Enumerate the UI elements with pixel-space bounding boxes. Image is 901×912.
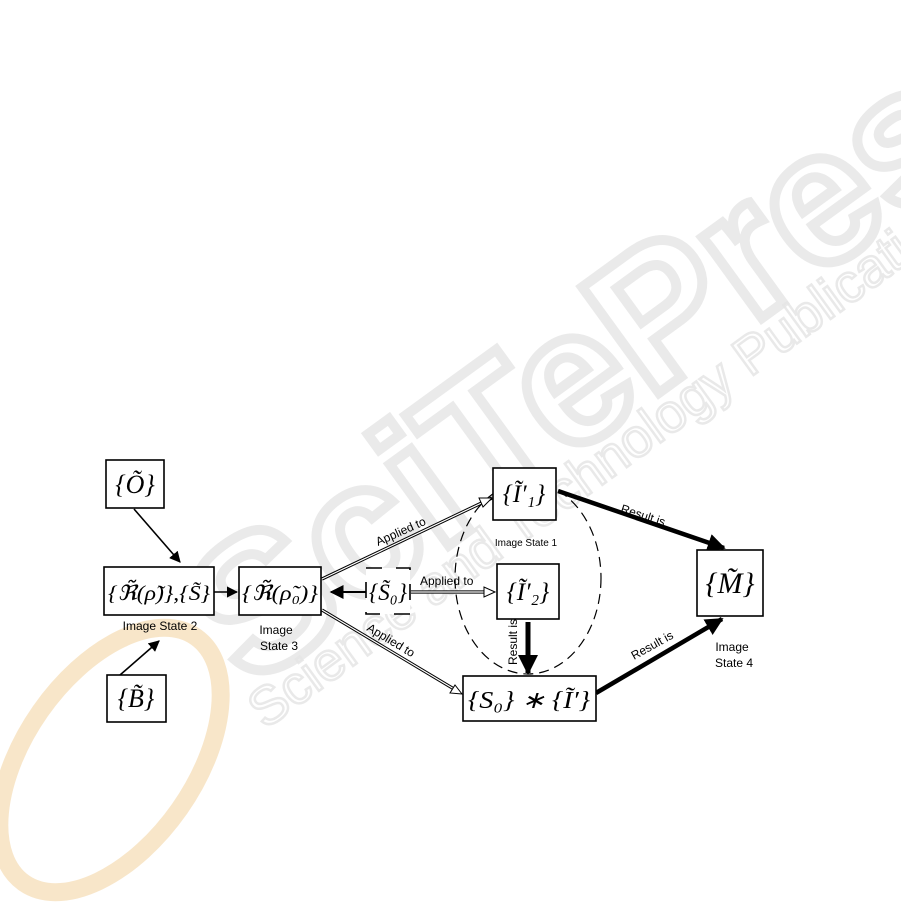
node-i2-math: {Ĩ′₂} xyxy=(507,578,549,606)
node-rs-math: {ℜ̃(ρ̃)},{S̃} xyxy=(108,579,211,605)
node-r0-caption-line1: Image xyxy=(259,623,293,637)
node-b-math: {B̃} xyxy=(118,684,155,713)
node-m-math: {M̃} xyxy=(706,567,755,600)
node-b: {B̃} xyxy=(107,675,166,722)
node-m-caption-line1: Image xyxy=(715,640,749,654)
image-state-1-caption: Image State 1 xyxy=(495,538,558,549)
node-o: {Õ} xyxy=(106,460,164,508)
node-s0-conv-math: {S₀} ∗ {Ĩ′} xyxy=(468,688,590,714)
node-i2: {Ĩ′₂} xyxy=(497,564,559,619)
node-m-caption-line2: State 4 xyxy=(715,656,753,670)
node-s0-math: {S̃₀} xyxy=(369,579,407,605)
node-i1-math: {Ĩ′₁} xyxy=(503,480,545,508)
node-s0: {S̃₀} xyxy=(366,568,410,614)
edge-result-bottom xyxy=(596,619,722,693)
node-o-math: {Õ} xyxy=(115,470,155,499)
node-i1: {Ĩ′₁} xyxy=(493,468,556,520)
label-result-vertical: Result is xyxy=(506,619,520,665)
label-applied-mid: Applied to xyxy=(420,574,474,588)
node-s0-conv: {S₀} ∗ {Ĩ′} xyxy=(463,676,596,721)
node-r0-math: {ℜ̃(ρ̃₀)} xyxy=(242,579,319,605)
node-rs: {ℜ̃(ρ̃)},{S̃} Image State 2 xyxy=(104,567,214,633)
node-r0-caption-line2: State 3 xyxy=(260,639,298,653)
node-m: {M̃} Image State 4 xyxy=(697,550,763,670)
label-result-top: Result is xyxy=(619,502,667,530)
node-rs-caption: Image State 2 xyxy=(123,619,198,633)
